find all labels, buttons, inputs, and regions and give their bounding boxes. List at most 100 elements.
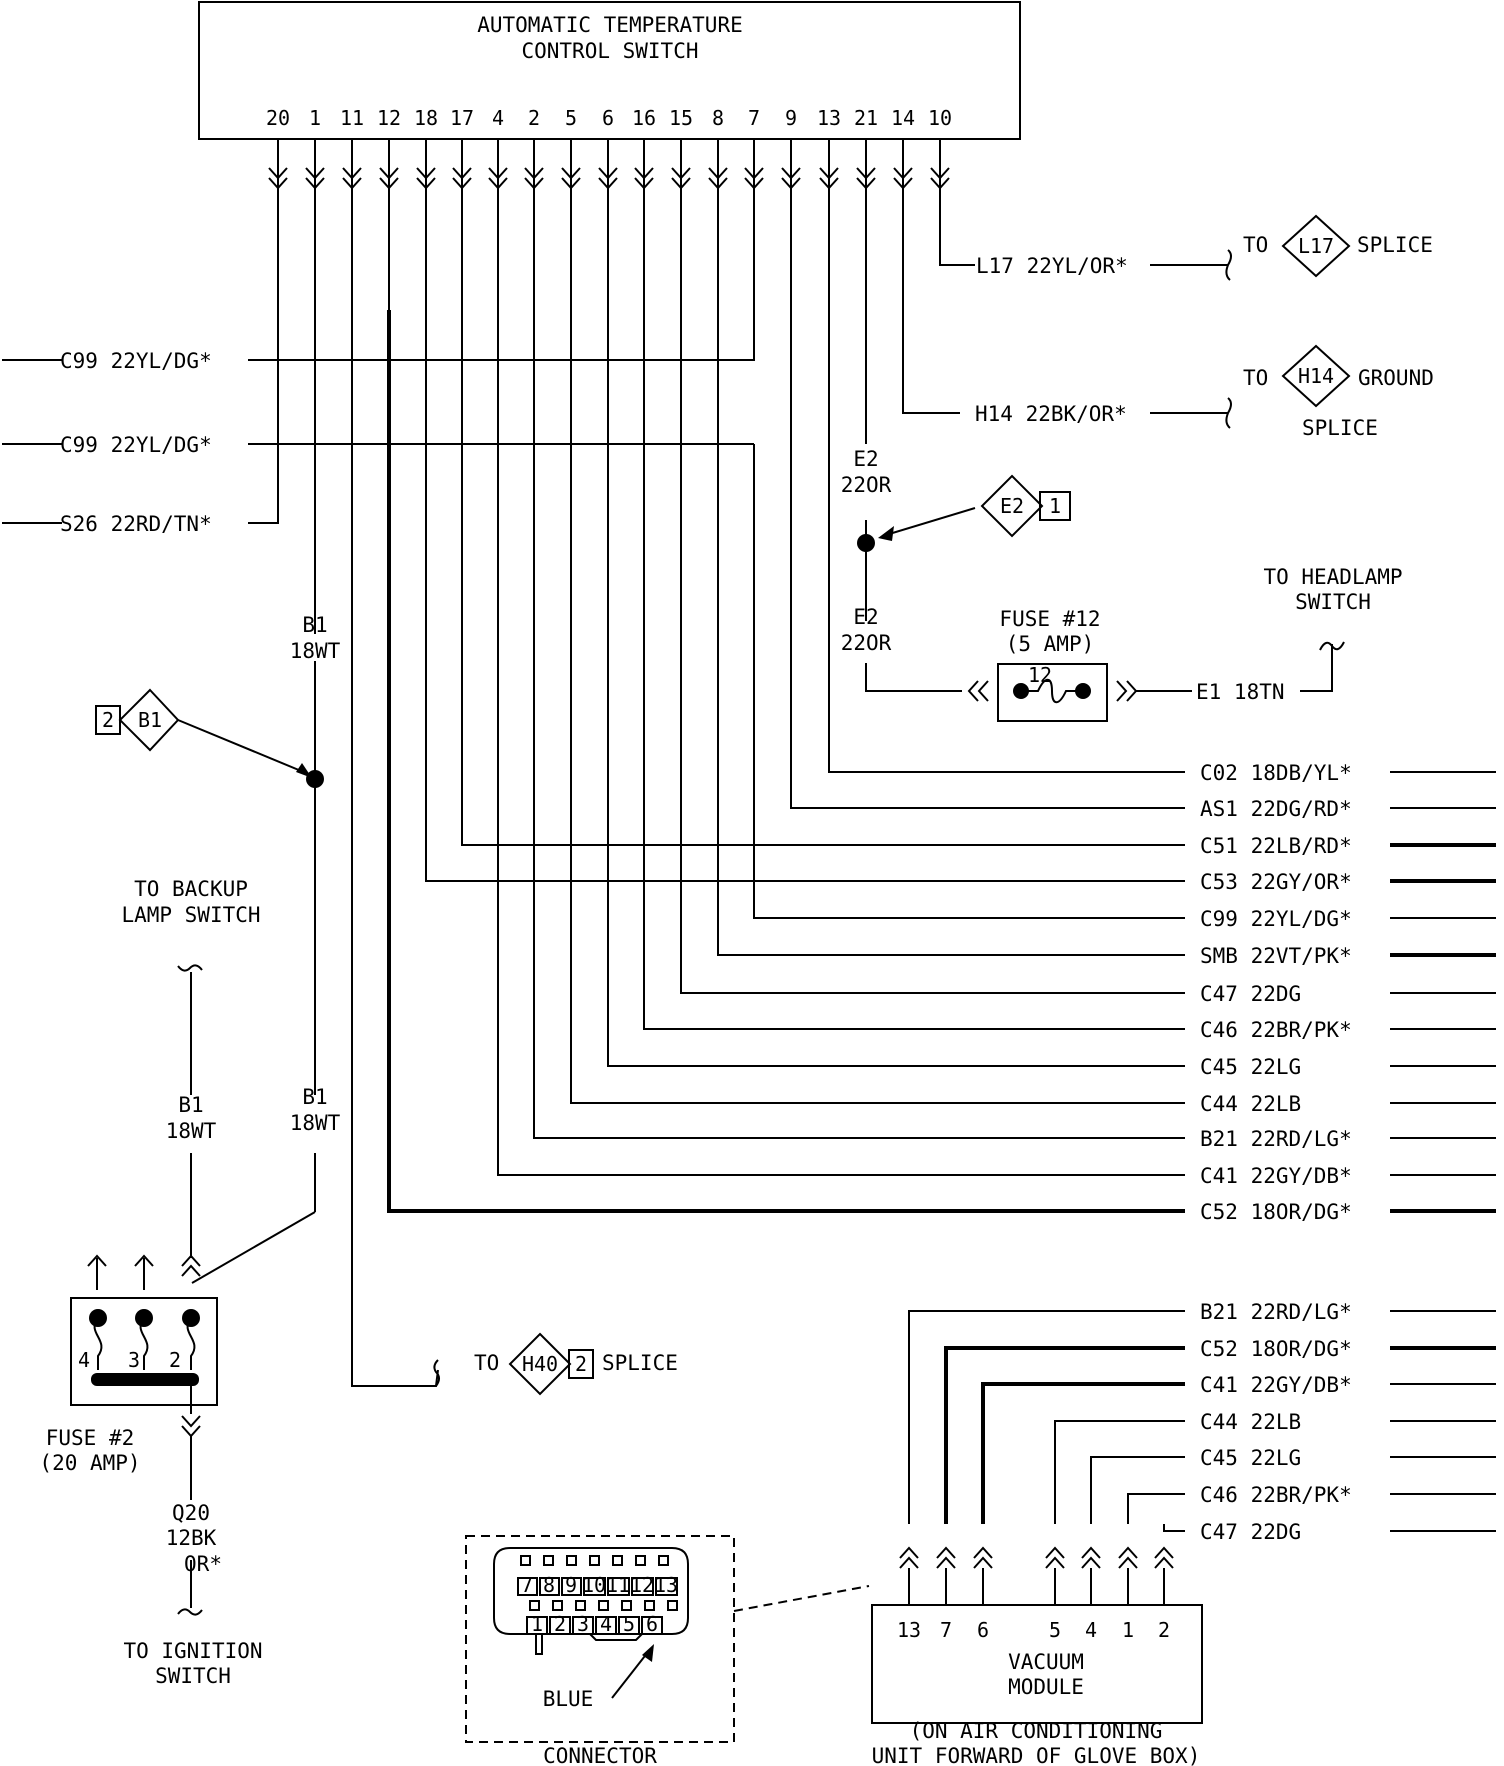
pin-label: 7 [748,106,760,130]
connector-chevron [708,140,728,190]
splice-diamond [1281,344,1351,408]
wire-label: E2 [853,447,878,471]
atc-pin-labels: 20 1 11 12 18 17 4 2 5 6 16 15 8 7 9 13 … [266,106,952,130]
fuse-element [1021,678,1083,704]
connector-leader [733,1585,870,1612]
right-wire-labels: C02 18DB/YL* AS1 22DG/RD* C51 22LB/RD* C… [1200,761,1352,1224]
pin-label: 2 [528,106,540,130]
cavity-label: 6 [646,1612,658,1636]
e2-group: E2 22OR E2 1 E2 22OR [841,447,1071,655]
pin-label: 4 [492,106,504,130]
splice-pin-box [1039,491,1071,521]
pin-label: 12 [377,106,401,130]
module-label: MODULE [1008,1675,1084,1699]
cavity-label: 12 [630,1573,654,1597]
pin-label: 17 [450,106,474,130]
wire-label: SMB 22VT/PK* [1200,944,1352,968]
pin-label: 1 [309,106,321,130]
connector-chevron [1045,1546,1065,1605]
pin-label: 2 [1158,1618,1170,1642]
wire-label: C46 22BR/PK* [1200,1018,1352,1042]
connector-chevron [1154,1546,1174,1605]
connector-chevron [781,140,801,190]
connector-shell [493,1547,689,1635]
cavity-label: 11 [606,1573,630,1597]
cavity-marker [589,1555,600,1566]
wire-label: 18WT [290,1111,341,1135]
break-mark [1319,641,1345,651]
pin-label: 4 [1085,1618,1097,1642]
splice-id: L17 [1298,234,1334,258]
splice-id: H14 [1298,364,1334,388]
dest-label: TO BACKUP [134,877,248,901]
splice-pin: 1 [1049,494,1061,518]
connector-top-pins: 7 8 9 10 11 12 13 [517,1573,678,1597]
wire-label: L17 22YL/OR* [976,254,1128,278]
pin-label: 16 [632,106,656,130]
connector-group: 7 8 9 10 11 12 13 1 2 3 4 5 6 BLUE CONNE… [465,1535,870,1766]
connector-bottom-pins: 1 2 3 4 5 6 [526,1612,663,1636]
wire-label: C53 22GY/OR* [1200,870,1352,894]
fuse-body [70,1297,218,1406]
vacuum-module-group: B21 22RD/LG* C52 18OR/DG* C41 22GY/DB* C… [871,1300,1496,1766]
pin-label: 11 [340,106,364,130]
dest-label: LAMP SWITCH [121,903,260,927]
fuse2-group: 4 3 2 FUSE #2 (20 AMP) Q20 12BK OR* TO I… [39,1254,263,1688]
cavity-marker [658,1555,669,1566]
cavity-marker [598,1600,609,1611]
connector-dashed-frame [465,1535,735,1743]
cavity-label: 7 [521,1573,533,1597]
splice-pin: 2 [102,708,114,732]
splice-id: E2 [1000,494,1024,518]
pin-label: 13 [817,106,841,130]
splice-label: SPLICE [1302,416,1378,440]
cavity-marker [566,1555,577,1566]
splice-diamond [980,474,1044,538]
fuse-label: FUSE #2 [46,1426,135,1450]
pin-label: 7 [940,1618,952,1642]
wire-label: C47 22DG [1200,982,1301,1006]
h14-splice-group: H14 22BK/OR* TO H14 GROUND SPLICE [975,344,1434,440]
wire-label: 22OR [841,631,892,655]
connector-chevron [973,1546,993,1605]
fuse-number: 12 [1028,663,1052,687]
cavity-marker [543,1555,554,1566]
fuse-label: FUSE #12 [999,607,1100,631]
h40-splice-group: TO H40 2 SPLICE [433,1332,678,1396]
wire-label: B21 22RD/LG* [1200,1127,1352,1151]
cavity-label: 5 [623,1612,635,1636]
connector-chevron [379,140,399,190]
connector-chevron [744,140,764,190]
wire-label: C99 22YL/DG* [60,349,212,373]
fuse-pin: 3 [128,1348,140,1372]
cavity-label: 1 [531,1612,543,1636]
wire-label: E1 18TN [1196,680,1285,704]
connector-chevron [899,1546,919,1605]
wire-label: E2 [853,605,878,629]
pin-label: 14 [891,106,915,130]
pin-label: 6 [602,106,614,130]
splice-label: SPLICE [1357,233,1433,257]
vacuum-module-box [871,1604,1203,1724]
wire-label: C45 22LG [1200,1446,1301,1470]
dest-label: TO HEADLAMP [1263,565,1402,589]
pin-label: 5 [565,106,577,130]
break-mark [177,1608,203,1616]
connector-chevron [598,140,618,190]
cavity-marker [552,1600,563,1611]
connector-chevron [967,680,989,702]
cavity-marker [667,1600,678,1611]
cavity-marker [635,1555,646,1566]
right-stubs [1390,771,1496,1213]
wire-label: C99 22YL/DG* [60,433,212,457]
cavity-label: 2 [554,1612,566,1636]
connector-chevron [268,140,288,190]
location-note: (ON AIR CONDITIONING [910,1719,1163,1743]
cavity-marker [644,1600,655,1611]
cavity-marker [575,1600,586,1611]
wire-label: C52 18OR/DG* [1200,1337,1352,1361]
fuse12-group: FUSE #12 (5 AMP) 12 E1 18TN TO HEADLAMP … [967,565,1403,722]
atc-connector-chevrons [268,140,950,190]
connector-chevron [416,140,436,190]
connector-chevron [181,1415,201,1438]
